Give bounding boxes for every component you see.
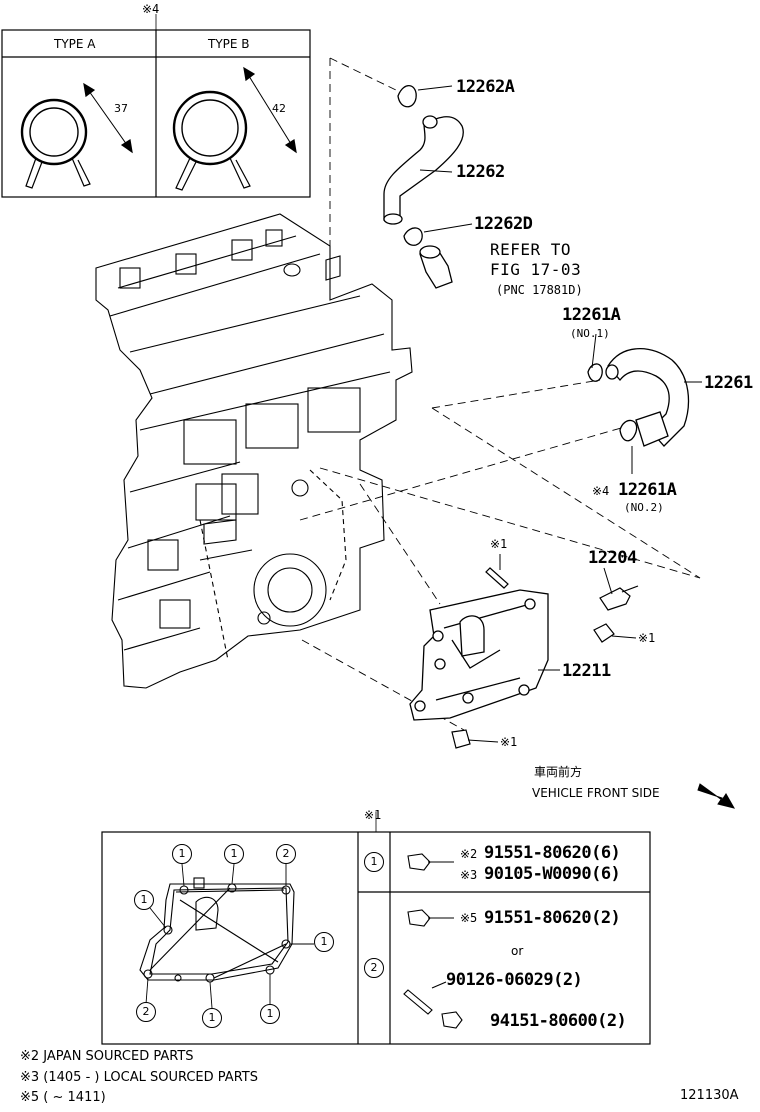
detail-callout: 1 xyxy=(134,890,154,910)
clamp-type-inset xyxy=(1,14,311,198)
callout-leader-lines xyxy=(417,85,702,743)
detail-table-marker: ※1 xyxy=(364,808,382,822)
water-bypass-pipe-12211-drawing xyxy=(409,589,549,721)
footnote-3: ※3 (1405 - ) LOCAL SOURCED PARTS xyxy=(20,1070,258,1085)
vehicle-front-en: VEHICLE FRONT SIDE xyxy=(532,786,660,800)
part-label-12262A[interactable]: 12262A xyxy=(456,77,515,97)
row2-or: or xyxy=(511,944,524,958)
inset-marker: ※4 xyxy=(142,2,160,16)
row1-line1-marker: ※2 xyxy=(460,847,478,861)
footnote-2: ※2 JAPAN SOURCED PARTS xyxy=(20,1049,194,1064)
figure-id: 121130A xyxy=(680,1088,739,1103)
nut-marker: ※1 xyxy=(638,631,656,645)
bolt-marker: ※1 xyxy=(500,735,518,749)
refer-line-2[interactable]: FIG 17-03 xyxy=(490,260,582,279)
type-a-dimension: 37 xyxy=(114,102,128,115)
detail-callout: 1 xyxy=(260,1004,280,1024)
engine-block-drawing xyxy=(95,213,413,689)
row1-line1-part[interactable]: 91551-80620(6) xyxy=(484,843,621,863)
fasteners-drawing xyxy=(451,567,639,749)
detail-table-frame xyxy=(101,812,651,1045)
row2-line1-part[interactable]: 91551-80620(2) xyxy=(484,908,621,928)
refer-line-1: REFER TO xyxy=(490,240,572,259)
detail-callout: 1 xyxy=(172,844,192,864)
refer-line-3: (PNC 17881D) xyxy=(496,283,583,297)
clamp-type-b-drawing xyxy=(172,66,297,191)
row1-line2-marker: ※3 xyxy=(460,868,478,882)
vehicle-front-arrow xyxy=(697,783,736,809)
no2-marker: ※4 xyxy=(592,484,610,498)
type-b-dimension: 42 xyxy=(272,102,286,115)
row2-line2-part[interactable]: 90126-06029(2) xyxy=(446,970,583,990)
row2-line1-marker: ※5 xyxy=(460,911,478,925)
part-label-12261[interactable]: 12261 xyxy=(704,373,753,393)
type-b-label: TYPE B xyxy=(208,37,250,51)
hose-12261-drawing xyxy=(587,348,690,447)
footnote-5: ※5 ( ~ 1411) xyxy=(20,1090,106,1105)
stud-marker: ※1 xyxy=(490,537,508,551)
part-label-12211[interactable]: 12211 xyxy=(562,661,611,681)
type-a-label: TYPE A xyxy=(54,37,96,51)
vehicle-front-jp: 車両前方 xyxy=(534,765,583,779)
part-label-12262D[interactable]: 12262D xyxy=(474,214,533,234)
detail-pipe-drawing xyxy=(139,877,295,983)
detail-fastener-drawings xyxy=(403,853,463,1029)
part-label-12261A-no2[interactable]: 12261A xyxy=(618,480,677,500)
detail-key-1: 1 xyxy=(364,852,384,872)
label-no2: (NO.2) xyxy=(624,501,664,514)
part-label-12261A-no1[interactable]: 12261A xyxy=(562,305,621,325)
hose-12262-drawing xyxy=(383,85,464,289)
detail-key-2: 2 xyxy=(364,958,384,978)
detail-callout: 1 xyxy=(314,932,334,952)
detail-callout-leaders xyxy=(145,863,314,1009)
label-no1: (NO.1) xyxy=(570,327,610,340)
row2-line3-part[interactable]: 94151-80600(2) xyxy=(490,1011,627,1031)
detail-callout: 1 xyxy=(202,1008,222,1028)
detail-callout: 2 xyxy=(136,1002,156,1022)
part-label-12204[interactable]: 12204 xyxy=(588,548,637,568)
part-label-12262[interactable]: 12262 xyxy=(456,162,505,182)
detail-callout: 2 xyxy=(276,844,296,864)
row1-line2-part[interactable]: 90105-W0090(6) xyxy=(484,864,621,884)
clamp-type-a-drawing xyxy=(20,82,133,189)
detail-callout: 1 xyxy=(224,844,244,864)
